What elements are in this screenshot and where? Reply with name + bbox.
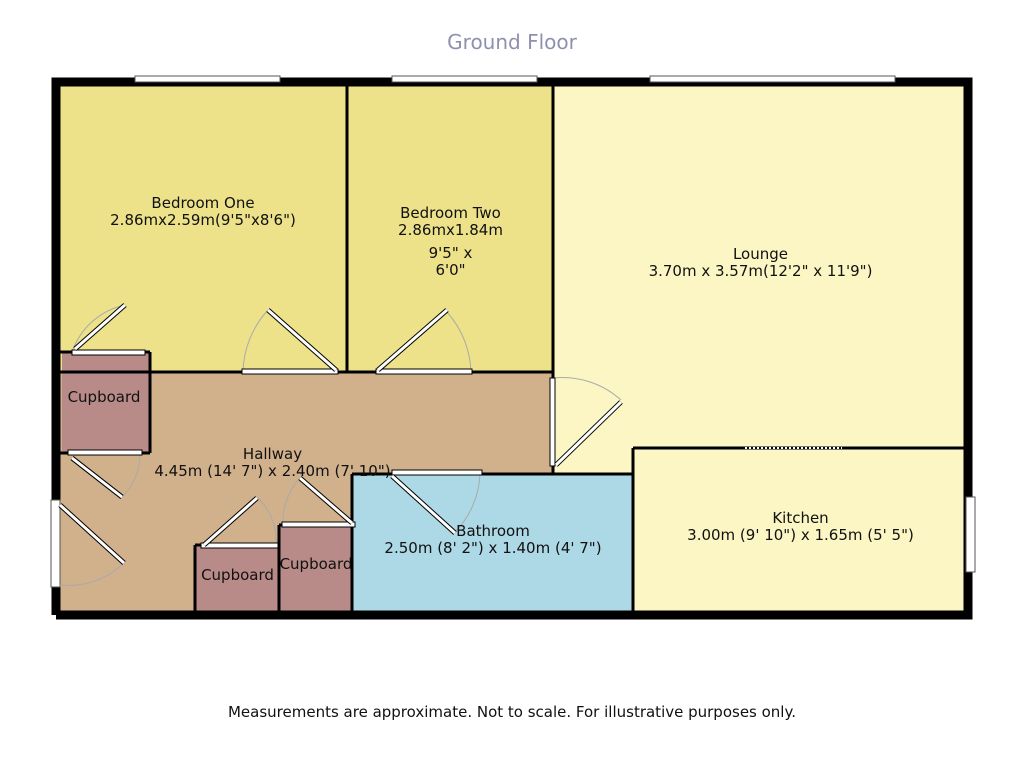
door-leaf bbox=[241, 368, 339, 375]
door-leaf bbox=[549, 377, 556, 467]
cupboard-left-label: Cupboard bbox=[62, 389, 146, 406]
room-name: Kitchen bbox=[772, 509, 829, 527]
cupboard-right-label: Cupboard bbox=[276, 556, 356, 573]
floor-title: Ground Floor bbox=[447, 30, 577, 54]
door-leaf bbox=[67, 449, 143, 456]
door-leaf bbox=[74, 303, 126, 351]
lounge-label: Lounge 3.70m x 3.57m(12'2" x 11'9") bbox=[553, 246, 968, 280]
room-name: Cupboard bbox=[279, 555, 353, 573]
door-leaf bbox=[71, 349, 146, 356]
door-leaf bbox=[281, 521, 356, 528]
door-swing-arc bbox=[242, 309, 269, 373]
bedroom-two-label: Bedroom Two 2.86mx1.84m 9'5" x 6'0" bbox=[348, 205, 553, 279]
room-dimensions: 4.45m (14' 7") x 2.40m (7' 10") bbox=[154, 462, 391, 480]
room-dimensions: 3.70m x 3.57m(12'2" x 11'9") bbox=[648, 262, 873, 280]
door-swing-arc bbox=[257, 497, 277, 546]
door-leaf bbox=[267, 308, 337, 372]
bathroom-label: Bathroom 2.50m (8' 2") x 1.40m (4' 7") bbox=[353, 523, 633, 557]
kitchen-label: Kitchen 3.00m (9' 10") x 1.65m (5' 5") bbox=[633, 510, 968, 544]
door-swing-arc bbox=[282, 477, 301, 526]
door-swing-arc bbox=[121, 452, 141, 498]
room-dimensions: 2.86mx2.59m(9'5"x8'6") bbox=[110, 211, 296, 229]
window-bedroom-two bbox=[391, 75, 538, 83]
windows bbox=[50, 75, 976, 588]
door-swing-arc bbox=[71, 304, 126, 353]
outer-wall bbox=[51, 77, 973, 620]
room-name: Bedroom Two bbox=[400, 204, 501, 222]
door-swing-arc bbox=[446, 311, 472, 373]
window-kitchen bbox=[965, 496, 976, 573]
bathroom-area bbox=[353, 474, 633, 615]
room-dimensions-imperial: 9'5" x bbox=[428, 244, 473, 262]
cupboard-mid-label: Cupboard bbox=[196, 567, 279, 584]
door-leaf bbox=[203, 496, 258, 547]
door-swing-arc bbox=[59, 562, 125, 586]
room-name: Bathroom bbox=[456, 522, 530, 540]
door-leaf bbox=[375, 368, 473, 375]
room-name: Bedroom One bbox=[151, 194, 255, 212]
room-name: Cupboard bbox=[201, 566, 274, 584]
window-lounge bbox=[649, 75, 896, 83]
door-leaf bbox=[200, 542, 279, 549]
door-leaf bbox=[391, 469, 483, 476]
room-name: Lounge bbox=[732, 245, 789, 263]
room-name: Hallway bbox=[242, 445, 303, 463]
cupboard-right-area bbox=[280, 525, 352, 615]
room-dimensions: 2.50m (8' 2") x 1.40m (4' 7") bbox=[384, 539, 602, 557]
door-leaf bbox=[299, 476, 353, 525]
bedroom-one-label: Bedroom One 2.86mx2.59m(9'5"x8'6") bbox=[58, 195, 348, 229]
kitchen-area bbox=[633, 448, 968, 615]
window-bedroom-one bbox=[134, 75, 281, 83]
door-swing-arc bbox=[552, 377, 622, 401]
door-leaf bbox=[554, 400, 623, 467]
cupboard-left-area bbox=[62, 352, 150, 453]
room-dimensions: 3.00m (9' 10") x 1.65m (5' 5") bbox=[687, 526, 914, 544]
door-leaf bbox=[390, 474, 457, 535]
hallway-label: Hallway 4.45m (14' 7") x 2.40m (7' 10") bbox=[140, 446, 405, 480]
cupboard-mid-area bbox=[196, 545, 279, 615]
door-leaf bbox=[58, 503, 126, 565]
door-leaf bbox=[71, 456, 123, 499]
room-dimensions: 2.86mx1.84m bbox=[398, 221, 503, 239]
door-leaf bbox=[377, 308, 448, 372]
bedroom-two-area bbox=[348, 82, 553, 372]
door-swing-arc bbox=[454, 473, 481, 533]
disclaimer: Measurements are approximate. Not to sca… bbox=[227, 703, 796, 721]
window-hallway bbox=[50, 499, 61, 588]
room-name: Cupboard bbox=[67, 388, 141, 406]
room-dimensions-imperial: 6'0" bbox=[435, 261, 466, 279]
doors bbox=[58, 303, 623, 586]
